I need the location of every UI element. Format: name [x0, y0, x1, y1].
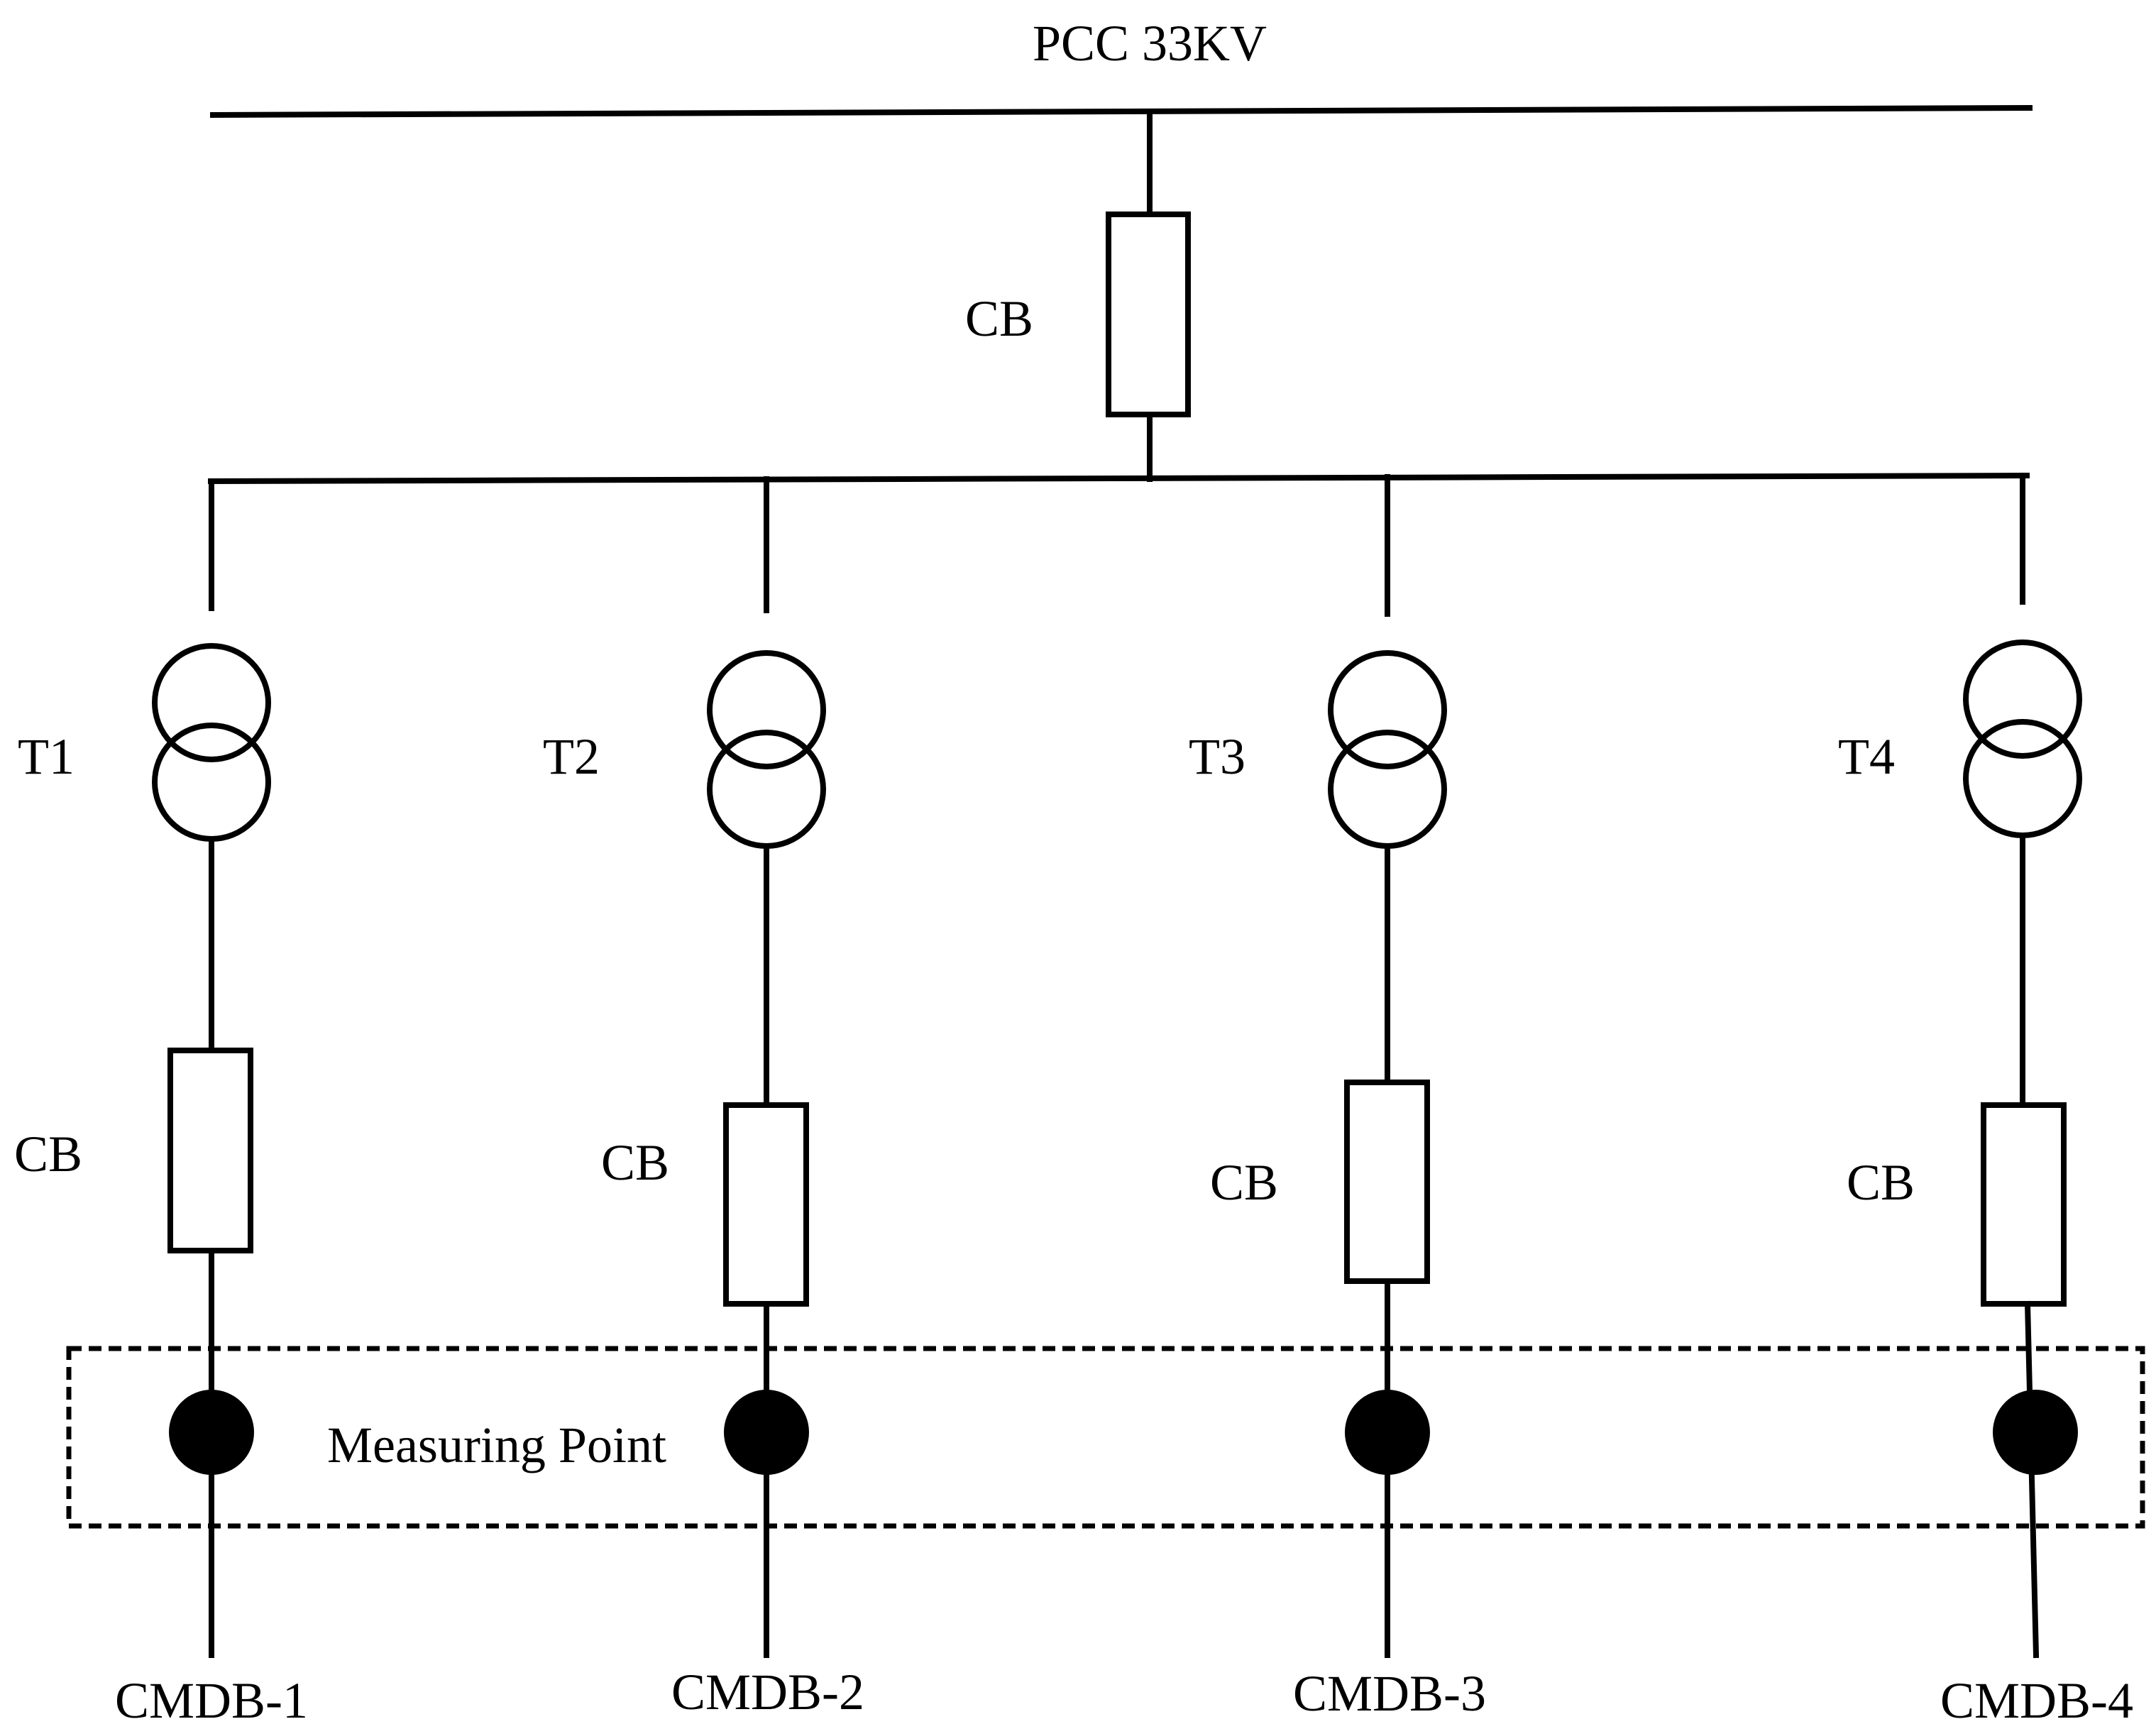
transformer-secondary-winding — [152, 723, 271, 842]
distribution-bus — [207, 472, 2030, 485]
measuring-point-region — [66, 1346, 2145, 1529]
transformer-primary-winding — [1328, 650, 1447, 769]
transformer-label: T2 — [543, 728, 600, 785]
measuring-point-dot — [724, 1390, 809, 1475]
load-label: CMDB-4 — [1940, 1672, 2133, 1724]
circuit-breaker — [1981, 1102, 2067, 1307]
transformer-secondary-winding — [1328, 730, 1447, 849]
pcc-bus — [209, 104, 2033, 119]
load-label: CMDB-3 — [1293, 1665, 1486, 1722]
transformer-primary-winding — [1963, 639, 2082, 759]
pcc-label: PCC 33KV — [1033, 15, 1267, 72]
circuit-breaker — [167, 1048, 253, 1253]
transformer-label: T4 — [1838, 728, 1895, 785]
main-cb-label: CB — [965, 290, 1033, 347]
transformer-primary-winding — [152, 643, 271, 762]
feeder-1: T1 CB CMDB-1 — [14, 478, 308, 1724]
transformer-label: T3 — [1189, 728, 1245, 785]
transformer-secondary-winding — [1963, 719, 2082, 838]
circuit-breaker — [723, 1102, 809, 1307]
transformer-secondary-winding — [707, 730, 826, 849]
feeder-3: T3 CB CMDB-3 — [1189, 474, 1486, 1722]
measuring-point-dot — [169, 1390, 254, 1475]
load-label: CMDB-2 — [671, 1664, 864, 1720]
circuit-breaker — [1344, 1080, 1430, 1284]
measuring-point-dot — [1993, 1390, 2078, 1475]
main-circuit-breaker — [1106, 212, 1191, 417]
cb-label: CB — [14, 1126, 82, 1182]
feeder-4: T4 CB CMDB-4 — [1838, 473, 2133, 1724]
measuring-point-dot — [1345, 1390, 1430, 1475]
feeder-2: T2 CB CMDB-2 — [543, 476, 864, 1720]
feeder-line — [2024, 1300, 2040, 1659]
transformer-primary-winding — [707, 650, 826, 769]
cb-label: CB — [601, 1134, 669, 1191]
load-label: CMDB-1 — [115, 1672, 308, 1724]
cb-label: CB — [1847, 1154, 1915, 1211]
cb-label: CB — [1210, 1154, 1278, 1211]
transformer-label: T1 — [18, 728, 75, 785]
measuring-point-label: Measuring Point — [327, 1417, 666, 1473]
